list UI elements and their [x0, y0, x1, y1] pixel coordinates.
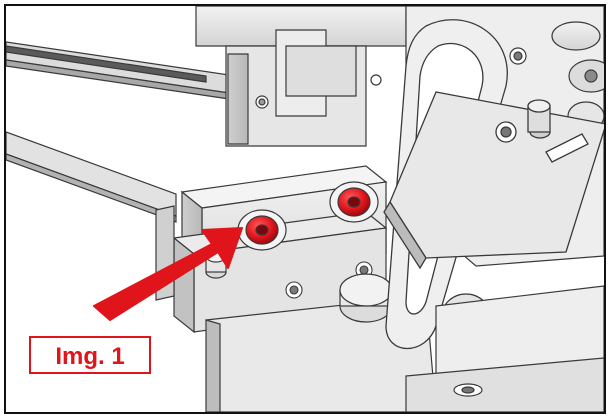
red-screw-icon — [329, 181, 379, 223]
base-block — [405, 285, 604, 412]
red-arrow-icon — [93, 227, 243, 321]
lower-rail — [6, 131, 177, 223]
red-screw-icon — [237, 209, 287, 251]
mechanism-illustration — [6, 6, 604, 412]
upper-housing — [195, 6, 407, 147]
guide-roller — [339, 273, 393, 323]
figure-frame: Img. 1 — [4, 4, 606, 414]
rear-rail — [6, 41, 237, 101]
cover-plate — [383, 91, 604, 270]
image-label: Img. 1 — [29, 336, 151, 374]
